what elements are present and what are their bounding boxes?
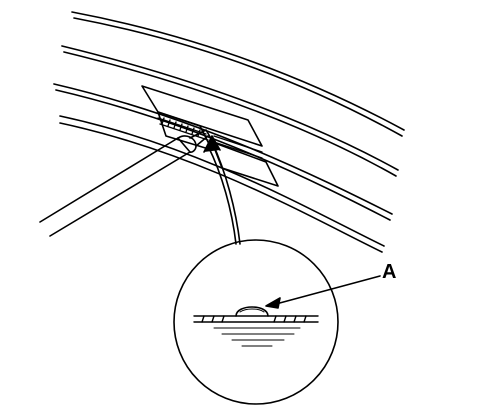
- magnified-detail-circle: [173, 239, 339, 405]
- upper-tab-panel: [141, 85, 263, 147]
- glass-edge-4: [59, 115, 385, 253]
- repair-applicator-tool: [39, 129, 213, 237]
- detail-glass-surface: [213, 327, 301, 347]
- detail-grid-line: [193, 315, 319, 323]
- detail-repair-bead: [235, 306, 269, 317]
- callout-label-a: A: [382, 261, 396, 283]
- grid-line-break: [157, 117, 263, 159]
- callout-leader-a: [265, 275, 381, 309]
- detail-pointer-arrow: [203, 135, 241, 245]
- glass-edge-2: [61, 45, 399, 177]
- glass-edge-1: [71, 11, 405, 137]
